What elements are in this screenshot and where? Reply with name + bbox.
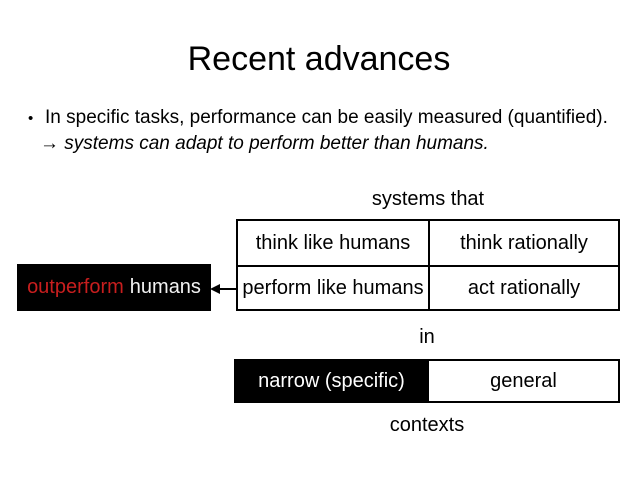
matrix-cell-act-rationally: act rationally (428, 265, 618, 309)
matrix-caption-systems-that: systems that (371, 188, 485, 210)
context-caption-contexts: contexts (389, 414, 465, 436)
bullet-marker-icon: • (28, 110, 34, 127)
slide-title: Recent advances (187, 40, 451, 78)
context-caption-in: in (419, 326, 435, 348)
bullet-line-1-text: In specific tasks, performance can be ea… (45, 107, 608, 128)
outperform-humans-label: outperform humans (17, 264, 211, 311)
left-arrow-icon (210, 284, 238, 294)
bullet-line-1: • In specific tasks, performance can be … (28, 106, 608, 130)
outperform-highlight-text: outperform (27, 276, 124, 298)
systems-matrix-table: think like humans think rationally perfo… (236, 219, 620, 311)
matrix-cell-perform-like-humans: perform like humans (238, 265, 428, 309)
context-cell-general: general (427, 361, 618, 401)
matrix-cell-think-like-humans: think like humans (255, 231, 411, 254)
outperform-rest-text: humans (129, 276, 201, 298)
context-bar-table: narrow (specific) general (234, 359, 620, 403)
context-cell-narrow-specific: narrow (specific) (236, 361, 427, 401)
matrix-cell-think-rationally: think rationally (428, 221, 618, 265)
bullet-line-2-text: → systems can adapt to perform better th… (40, 133, 489, 154)
